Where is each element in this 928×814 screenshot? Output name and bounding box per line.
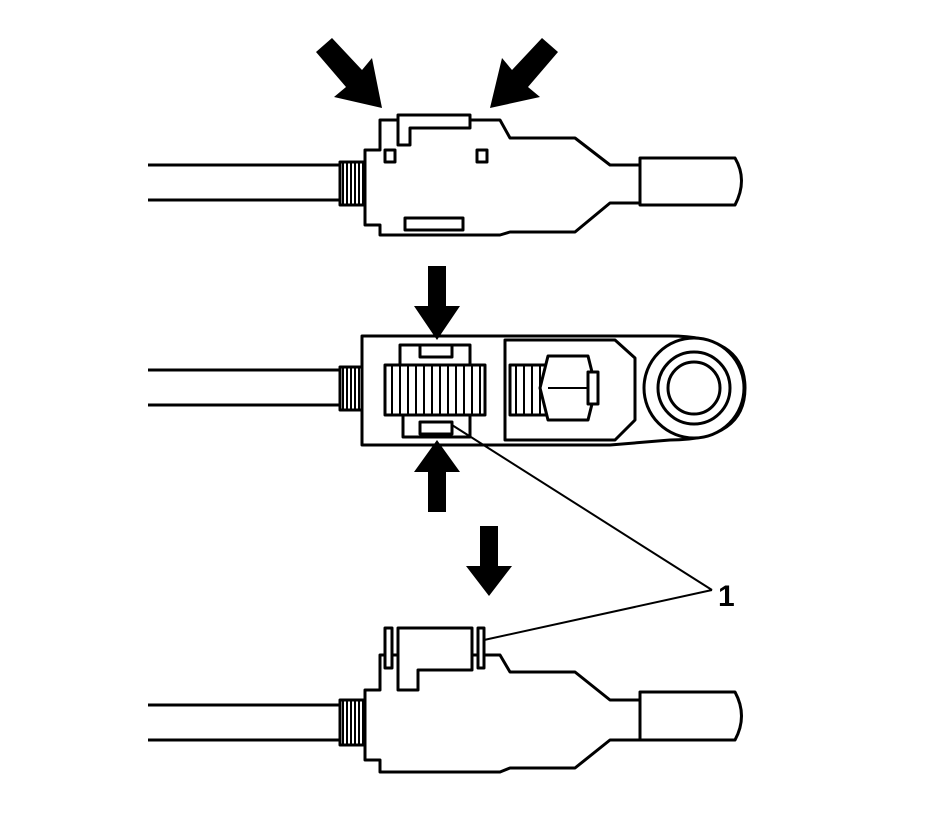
cable-assembly-bottom — [148, 626, 743, 774]
rod-end-bottom — [638, 690, 743, 742]
sequence-arrow — [466, 526, 512, 596]
cable-assembly-middle — [148, 334, 747, 447]
retainer-tab-left — [383, 148, 397, 164]
retainer-clip-top — [396, 113, 472, 147]
arrow-down-right-icon — [316, 38, 382, 108]
cable-top — [148, 163, 340, 202]
retainer-upper-window — [418, 343, 454, 359]
cable-middle — [148, 368, 340, 407]
bolt-tip — [586, 370, 600, 406]
callout-leaders — [451, 424, 713, 641]
press-arrows-middle — [414, 266, 460, 512]
callout-label-1: 1 — [718, 580, 735, 613]
rod-end-top — [638, 156, 743, 207]
retainer-raised — [396, 626, 474, 692]
retainer-lower-window — [418, 420, 454, 436]
leader-line-to-middle-retainer — [451, 424, 713, 591]
lower-slot-top — [403, 216, 465, 232]
retainer-leg-left — [383, 626, 394, 670]
retainer-tab-right — [475, 148, 489, 164]
threads-top — [342, 163, 364, 204]
arrow-down-icon — [466, 526, 512, 596]
arrow-down-icon — [414, 266, 460, 340]
eyelet-hole — [666, 360, 722, 416]
threads-middle — [342, 368, 360, 409]
leader-line-to-bottom-retainer — [483, 589, 713, 641]
press-arrows-top — [316, 38, 558, 108]
retainer-leg-right — [476, 626, 486, 670]
cable-bottom — [148, 703, 340, 742]
arrow-up-icon — [414, 440, 460, 512]
inner-threads — [391, 366, 481, 414]
threads-bottom — [342, 701, 364, 744]
arrow-down-left-icon — [490, 38, 558, 108]
threaded-stub-top — [338, 160, 367, 207]
cable-assembly-top — [148, 113, 743, 237]
